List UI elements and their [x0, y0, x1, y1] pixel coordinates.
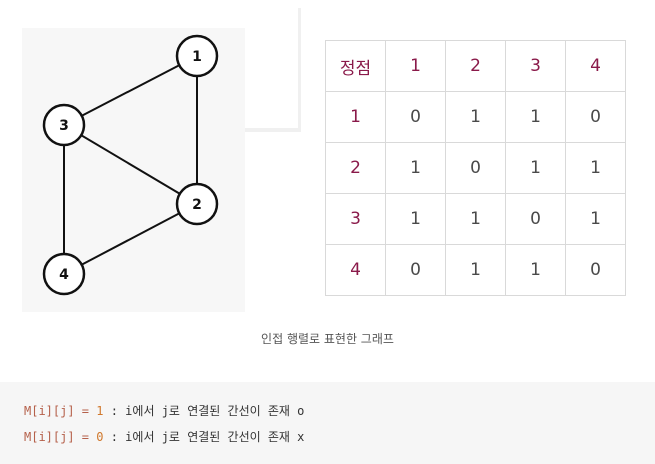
code-variable: M[i][j]: [24, 404, 75, 418]
row-header: 2: [325, 142, 386, 194]
matrix-cell: 1: [385, 142, 446, 194]
code-comment: : i에서 j로 연결된 간선이 존재 x: [103, 430, 305, 444]
table-header-row: 정점 1 2 3 4: [325, 40, 626, 92]
matrix-cell: 1: [565, 193, 626, 245]
graph-panel: 1 2 3 4: [22, 28, 245, 312]
matrix-cell: 0: [385, 91, 446, 143]
graph-node-label: 2: [192, 197, 202, 213]
matrix-cell: 1: [565, 142, 626, 194]
divider-vertical: [298, 8, 301, 132]
graph-node-label: 3: [59, 118, 69, 134]
code-number: 1: [96, 404, 104, 418]
matrix-cell: 1: [385, 193, 446, 245]
table-row: 3 1 1 0 1: [325, 193, 626, 245]
graph-node-2: [175, 182, 219, 226]
code-comment: : i에서 j로 연결된 간선이 존재 o: [103, 404, 305, 418]
code-operator: =: [74, 404, 97, 418]
code-line: M[i][j] = 1 : i에서 j로 연결된 간선이 존재 o: [24, 402, 304, 419]
row-header: 3: [325, 193, 386, 245]
matrix-cell: 0: [505, 193, 566, 245]
matrix-cell: 1: [505, 142, 566, 194]
graph-node-label: 1: [192, 49, 202, 65]
divider-horizontal: [245, 128, 301, 132]
graph-edge-3-2: [63, 124, 198, 205]
code-line: M[i][j] = 0 : i에서 j로 연결된 간선이 존재 x: [24, 428, 304, 445]
graph-node-label: 4: [59, 267, 69, 283]
matrix-cell: 0: [385, 244, 446, 296]
matrix-cell: 0: [565, 91, 626, 143]
column-header: 1: [385, 40, 446, 92]
code-operator: =: [74, 430, 97, 444]
column-header: 3: [505, 40, 566, 92]
graph-node-3: [42, 103, 86, 147]
matrix-cell: 1: [505, 91, 566, 143]
matrix-cell: 0: [445, 142, 506, 194]
table-row: 1 0 1 1 0: [325, 91, 626, 143]
matrix-cell: 0: [565, 244, 626, 296]
table-corner-cell: 정점: [325, 40, 386, 92]
graph-edge-4-2: [63, 203, 198, 275]
matrix-cell: 1: [445, 244, 506, 296]
matrix-cell: 1: [445, 91, 506, 143]
figure-caption: 인접 행렬로 표현한 그래프: [261, 332, 394, 346]
row-header: 4: [325, 244, 386, 296]
matrix-cell: 1: [505, 244, 566, 296]
table-row: 2 1 0 1 1: [325, 142, 626, 194]
row-header: 1: [325, 91, 386, 143]
graph-node-4: [42, 252, 86, 296]
matrix-cell: 1: [445, 193, 506, 245]
graph-node-1: [175, 34, 219, 78]
graph-diagram: 1 2 3 4: [42, 34, 219, 296]
adjacency-matrix-table: 정점 1 2 3 4 1 0 1 1 0 2 1 0 1 1 3 1 1 0 1…: [325, 40, 626, 296]
code-block: M[i][j] = 1 : i에서 j로 연결된 간선이 존재 o M[i][j…: [0, 382, 655, 464]
column-header: 4: [565, 40, 626, 92]
column-header: 2: [445, 40, 506, 92]
code-number: 0: [96, 430, 104, 444]
code-variable: M[i][j]: [24, 430, 75, 444]
table-row: 4 0 1 1 0: [325, 244, 626, 296]
graph-edge-1-3: [63, 55, 198, 126]
